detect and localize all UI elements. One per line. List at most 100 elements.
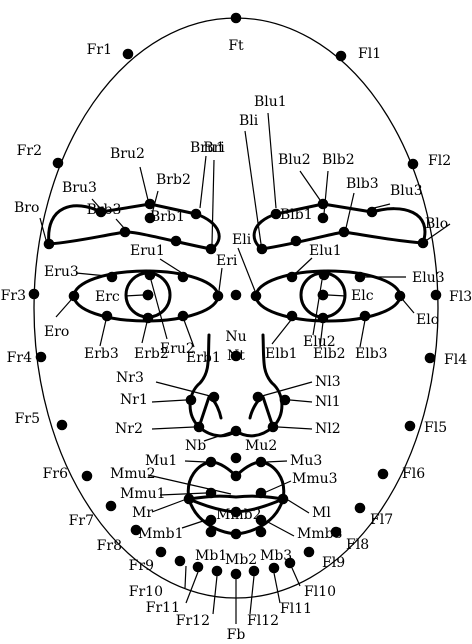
landmark-label-fr1: Fr1	[87, 42, 112, 58]
landmark-label-fr6: Fr6	[43, 466, 68, 482]
leader-line-elu2	[312, 279, 323, 336]
landmark-label-erb2: Erb2	[134, 346, 169, 362]
landmark-point-fr8	[130, 524, 142, 536]
landmark-point-erb3	[101, 310, 113, 322]
landmark-label-mb2: Mb2	[225, 552, 257, 568]
landmark-point-brb2	[144, 212, 156, 224]
leader-lines	[39, 112, 451, 624]
landmark-point-erb1	[177, 310, 189, 322]
leader-line-nl2	[277, 426, 313, 430]
leader-line-bru2	[139, 166, 149, 201]
landmark-label-mmb1: Mmb1	[138, 526, 183, 542]
landmark-point-blb2	[317, 212, 329, 224]
landmark-label-nb: Nb	[185, 438, 206, 454]
landmark-label-mu3: Mu3	[290, 453, 322, 469]
leader-line-eru3	[75, 272, 108, 277]
landmark-label-fb: Fb	[227, 627, 246, 643]
leader-line-eru1	[159, 258, 183, 274]
landmark-label-mr: Mr	[132, 505, 153, 521]
landmark-point-mmu2	[230, 470, 242, 482]
leader-line-blu1	[267, 112, 277, 209]
landmark-label-nl2: Nl2	[315, 421, 341, 437]
landmark-label-eri: Eri	[216, 253, 238, 269]
leader-line-ml	[287, 499, 310, 514]
leader-line-bro	[39, 217, 47, 241]
leader-line-brb3	[115, 218, 125, 229]
leader-line-mu3	[265, 460, 288, 463]
landmark-label-ero: Ero	[44, 324, 69, 340]
landmark-label-fr5: Fr5	[15, 411, 40, 427]
landmark-point-fr2	[52, 157, 64, 169]
landmark-point-nt	[230, 350, 242, 362]
landmark-label-elb3: Elb3	[355, 346, 388, 362]
landmark-point-nr1	[185, 394, 197, 406]
landmark-label-fr3: Fr3	[1, 288, 26, 304]
landmark-label-elu2: Elu2	[303, 334, 336, 350]
landmark-point-fl3	[430, 289, 442, 301]
landmark-point-bri	[205, 243, 217, 255]
landmark-label-bru3: Bru3	[62, 180, 97, 196]
landmark-point-bru1	[190, 208, 202, 220]
landmark-point-fr9	[155, 546, 167, 558]
leader-line-fl11b	[273, 572, 281, 604]
landmark-label-nl1: Nl1	[315, 394, 341, 410]
leader-line-bru3	[91, 198, 101, 209]
landmark-label-blb3: Blb3	[346, 176, 379, 192]
landmark-point-fl11b	[268, 562, 280, 574]
landmark-point-nu	[230, 289, 242, 301]
landmark-label-nl3: Nl3	[315, 374, 341, 390]
landmark-label-blb2: Blb2	[322, 152, 355, 168]
leader-line-mmu1	[159, 492, 207, 496]
landmark-point-eru1	[177, 271, 189, 283]
landmark-label-fl6: Fl6	[402, 466, 425, 482]
landmark-point-fr1	[122, 48, 134, 60]
landmark-point-fl10	[284, 557, 296, 569]
landmark-point-mb3	[255, 526, 267, 538]
landmark-point-bru2	[144, 198, 156, 210]
landmark-label-fl2: Fl2	[428, 153, 451, 169]
landmark-label-fl10: Fl10	[304, 584, 336, 600]
landmark-label-fl4: Fl4	[444, 352, 467, 368]
leader-line-nr1	[151, 399, 187, 403]
landmark-point-blb1	[290, 235, 302, 247]
landmark-label-fl8: Fl8	[346, 537, 369, 553]
landmark-label-fr2: Fr2	[17, 143, 42, 159]
leader-line-mmu2	[147, 474, 232, 495]
landmark-point-blu3	[366, 206, 378, 218]
landmark-point-blu2	[317, 198, 329, 210]
landmark-point-mu3	[255, 456, 267, 468]
leader-line-elo	[402, 299, 415, 314]
landmark-point-blb3	[338, 226, 350, 238]
landmark-point-fl1	[335, 50, 347, 62]
leader-line-nl3	[261, 381, 313, 397]
landmark-point-mb1	[205, 526, 217, 538]
landmark-label-eru3: Eru3	[44, 264, 79, 280]
leader-line-bri	[211, 159, 215, 245]
landmark-point-eri	[212, 290, 224, 302]
landmark-label-mmb3: Mmb3	[297, 526, 342, 542]
nose-left-side	[248, 333, 284, 429]
landmark-label-fl7: Fl7	[370, 512, 393, 528]
leader-line-eri	[218, 267, 223, 292]
landmark-label-nr2: Nr2	[115, 421, 143, 437]
landmark-point-ft	[230, 12, 242, 24]
landmark-label-elu1: Elu1	[309, 243, 342, 259]
leader-line-elb1	[271, 319, 292, 345]
landmark-label-blu3: Blu3	[390, 183, 423, 199]
landmark-label-bro: Bro	[14, 200, 39, 216]
landmark-point-eru2	[144, 269, 156, 281]
landmark-point-elb1	[286, 310, 298, 322]
leader-line-erb1	[183, 319, 195, 348]
leader-line-eli	[237, 247, 256, 292]
leader-line-blu2	[299, 170, 321, 201]
landmark-point-nr3	[208, 391, 220, 403]
leader-line-mmb3	[265, 520, 295, 537]
landmark-point-erb2	[142, 312, 154, 324]
landmark-label-nt: Nt	[227, 348, 245, 364]
landmark-label-elc: Elc	[351, 288, 374, 304]
landmark-label-blu1: Blu1	[254, 94, 287, 110]
pupil-point-1	[142, 289, 154, 301]
landmark-point-blu1	[270, 208, 282, 220]
landmark-label-brb2: Brb2	[156, 172, 191, 188]
